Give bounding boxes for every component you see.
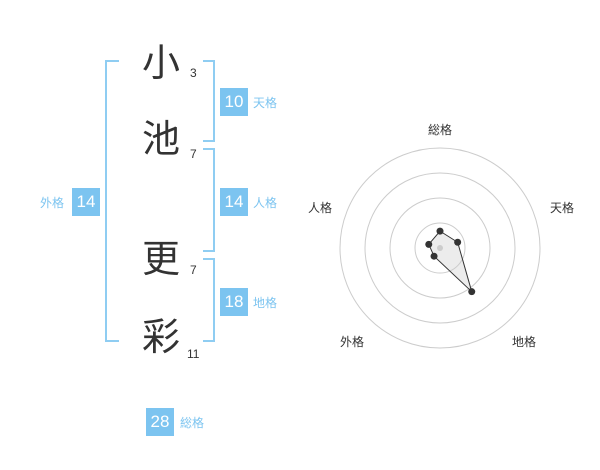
soukaku-value-badge: 28 (146, 408, 174, 436)
radar-point-1 (436, 227, 444, 235)
jinkaku-label: 人格 (253, 196, 278, 210)
stroke-count-1: 3 (190, 66, 197, 80)
radar-axis-label-chikaku: 地格 (512, 335, 537, 349)
name-char-2: 池 (142, 117, 181, 161)
soukaku-label: 総格 (180, 416, 205, 430)
radar-axis-label-gaikaku: 外格 (340, 335, 365, 349)
gaikaku-value-badge: 14 (72, 188, 100, 216)
radar-ring (364, 172, 516, 324)
jinkaku-bracket (203, 148, 215, 252)
radar-point-3 (468, 288, 476, 296)
radar-ring (389, 197, 491, 299)
chikaku-value-badge: 18 (220, 288, 248, 316)
tenkaku-label: 天格 (253, 96, 278, 110)
name-char-4: 彩 (142, 315, 181, 359)
chikaku-bracket (203, 258, 215, 342)
radar-point-4 (430, 252, 438, 260)
radar-polygon (428, 230, 473, 294)
radar-center-dot (437, 245, 443, 251)
name-char-1: 小 (142, 41, 181, 85)
stroke-count-4: 11 (187, 347, 200, 361)
gaikaku-bracket (105, 60, 119, 342)
radar-ring (414, 222, 466, 274)
chikaku-label: 地格 (253, 296, 278, 310)
gaikaku-label: 外格 (40, 196, 65, 210)
tenkaku-value-badge: 10 (220, 88, 248, 116)
radar-axis-label-soukaku: 総格 (428, 123, 453, 137)
radar-ring (339, 147, 541, 349)
radar-point-5 (425, 240, 433, 248)
name-char-3: 更 (142, 237, 181, 281)
stroke-count-2: 7 (190, 147, 197, 161)
radar-axis-label-jinkaku: 人格 (308, 201, 333, 215)
jinkaku-value-badge: 14 (220, 188, 248, 216)
tenkaku-bracket (203, 60, 215, 142)
radar-axis-label-tenkaku: 天格 (550, 201, 575, 215)
stroke-count-3: 7 (190, 263, 197, 277)
radar-point-2 (454, 238, 462, 246)
